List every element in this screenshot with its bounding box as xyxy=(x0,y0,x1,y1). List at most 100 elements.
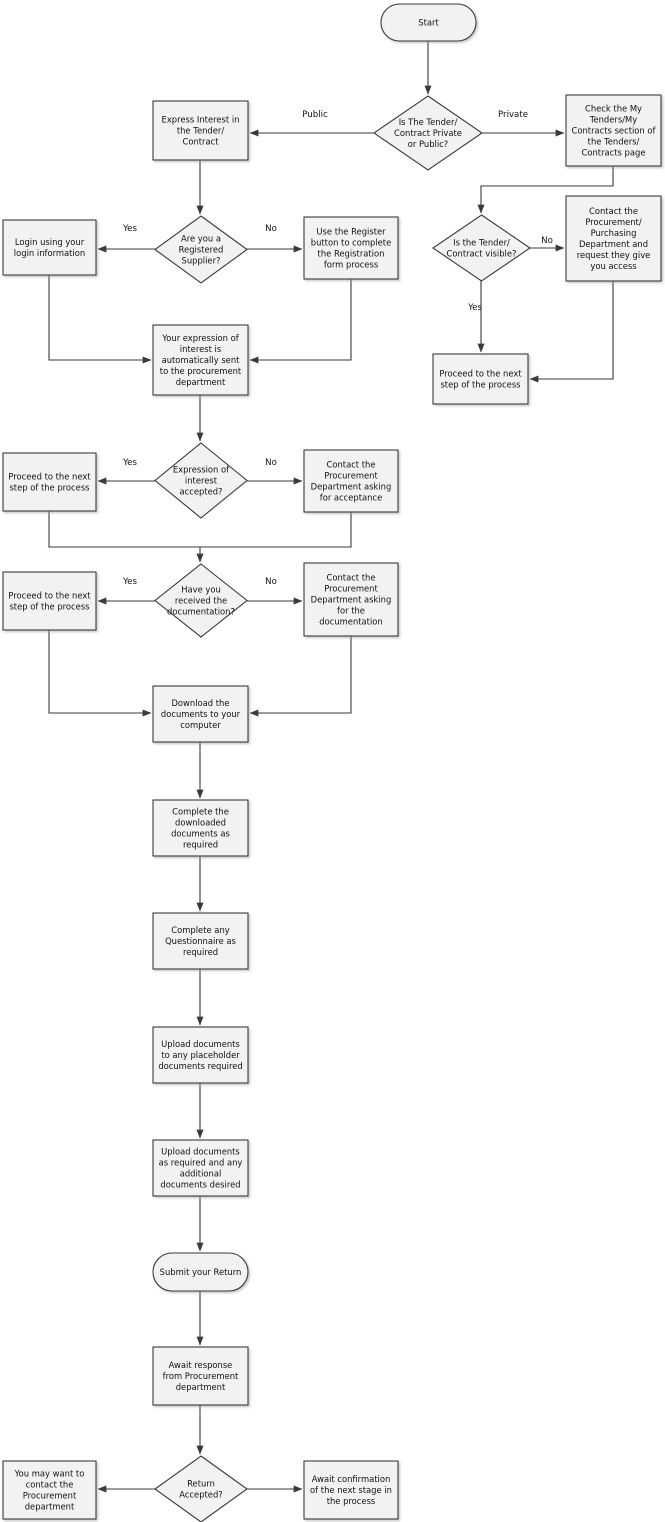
connector-login-to-expression_sent xyxy=(48,275,152,364)
process-shape xyxy=(565,94,662,167)
connector-proceed_interest-to-dec_documentation xyxy=(48,511,204,563)
connector-layer xyxy=(48,41,614,1493)
connector-contact_acceptance-to-dec_documentation xyxy=(200,512,352,548)
edge-label-lbl_reg_yes: Yes xyxy=(122,224,137,234)
process-shape xyxy=(152,1346,249,1406)
edge-label-lbl_vis_no: No xyxy=(541,236,553,246)
node-submit_return[interactable]: Submit your Return xyxy=(152,1252,249,1292)
edge-label-lbl_reg_no: No xyxy=(265,224,277,234)
process-shape xyxy=(152,324,249,396)
edge-label-lbl_int_yes: Yes xyxy=(122,458,137,468)
edge-label-lbl_int_no: No xyxy=(265,458,277,468)
edge-label-lbl_doc_yes: Yes xyxy=(122,577,137,587)
process-shape xyxy=(2,571,97,631)
connector-contact_purchasing-to-proceed_private xyxy=(529,281,614,383)
process-shape xyxy=(152,799,249,857)
terminator-shape xyxy=(152,1252,249,1292)
decision-shape xyxy=(432,214,531,282)
decision-shape xyxy=(154,215,248,284)
connector-proceed_doc-to-download_docs xyxy=(48,630,152,717)
edge-label-lbl_vis_yes: Yes xyxy=(467,303,482,313)
process-shape xyxy=(303,449,399,513)
process-shape xyxy=(152,1026,249,1084)
process-shape xyxy=(152,912,249,970)
process-shape xyxy=(152,100,249,161)
edge-label-lbl_public: Public xyxy=(302,110,328,120)
connector-check_my_tenders-to-dec_visible xyxy=(477,166,614,214)
decision-shape xyxy=(154,1455,248,1522)
decision-shape xyxy=(154,442,248,519)
process-shape xyxy=(303,562,399,637)
process-shape xyxy=(2,452,97,512)
process-shape xyxy=(432,353,529,405)
process-shape xyxy=(303,216,399,280)
edge-label-lbl_doc_no: No xyxy=(265,577,277,587)
node-label: Is the Tender/Contract visible? xyxy=(447,237,517,258)
process-shape xyxy=(303,1460,399,1520)
process-shape xyxy=(152,685,249,743)
node-label: Start xyxy=(418,17,439,27)
edge-label-lbl_private: Private xyxy=(498,110,528,120)
terminator-shape xyxy=(380,3,477,42)
process-shape xyxy=(152,1139,249,1197)
connector-contact_documentation-to-download_docs xyxy=(249,636,352,717)
decision-shape xyxy=(373,95,483,171)
process-shape xyxy=(2,219,97,276)
node-start[interactable]: Start xyxy=(380,3,477,42)
connector-use_register-to-expression_sent xyxy=(249,279,352,364)
process-shape xyxy=(565,195,662,282)
decision-shape xyxy=(154,563,248,638)
node-dec_visible[interactable]: Is the Tender/Contract visible? xyxy=(432,214,531,282)
